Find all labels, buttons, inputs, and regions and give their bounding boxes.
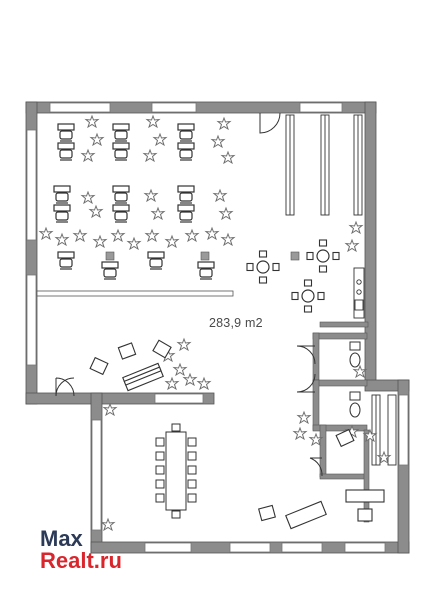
area-label: 283,9 m2 <box>209 316 263 330</box>
desk-chair-icon <box>53 123 215 280</box>
shelving <box>285 114 397 466</box>
conference-table <box>155 423 197 519</box>
kitchen-counter <box>353 267 365 319</box>
round-table-icon <box>246 239 340 313</box>
door-icon <box>55 112 323 477</box>
partition <box>36 290 234 297</box>
windows <box>26 102 409 553</box>
column-markers <box>105 251 300 261</box>
brand-logo: Max Realt.ru <box>40 528 122 572</box>
toilet-icon <box>349 341 361 418</box>
interior-walls <box>312 321 370 523</box>
brand-line-realt: Realt.ru <box>40 548 122 573</box>
sofa-icon <box>122 362 385 530</box>
armchair-icon <box>89 339 373 522</box>
brand-line-max: Max <box>40 526 83 551</box>
